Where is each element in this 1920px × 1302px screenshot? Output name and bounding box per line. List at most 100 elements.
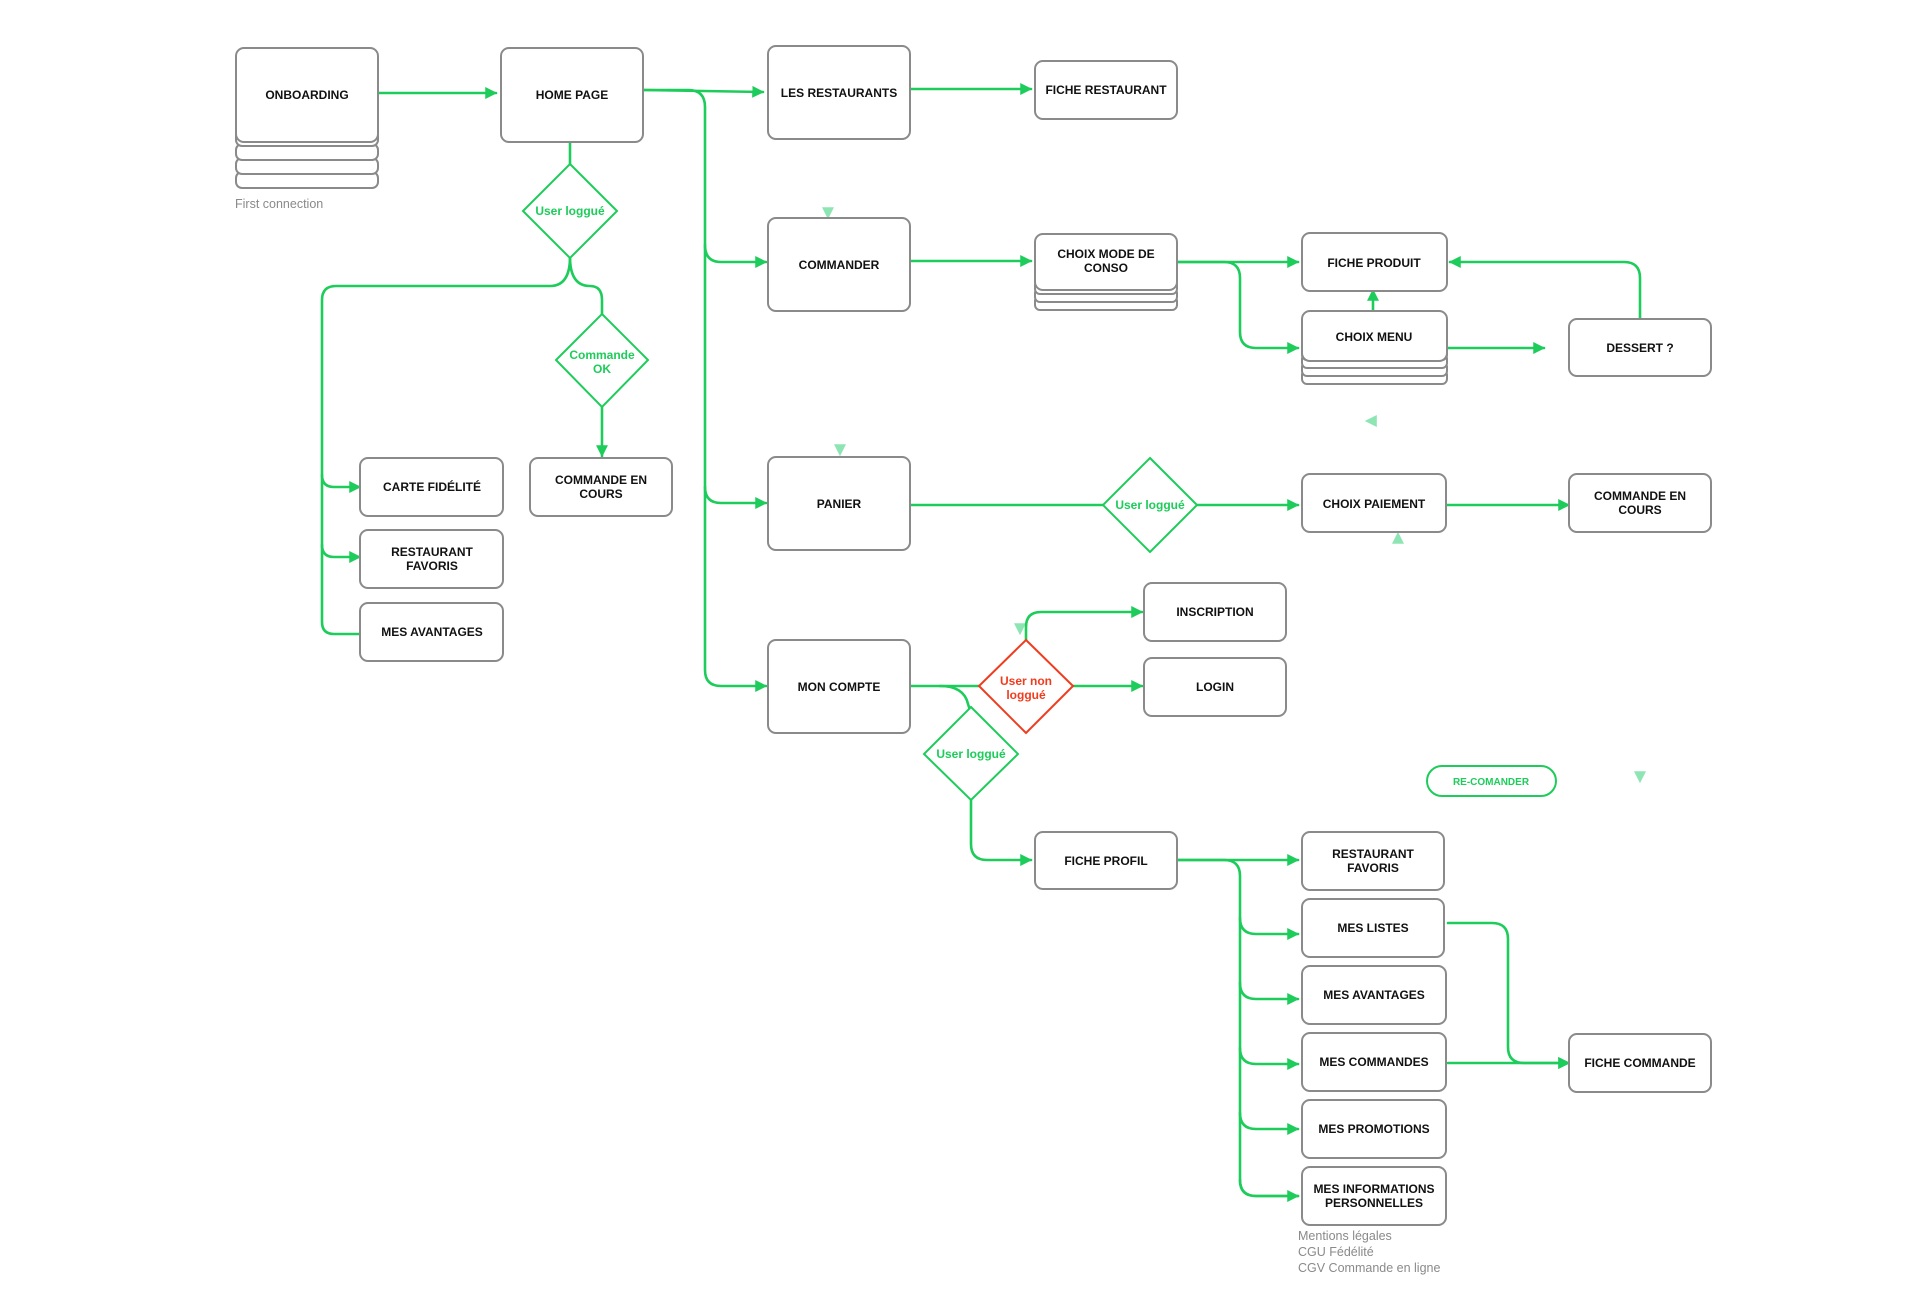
edge-branch-to-carte-fidelite: [320, 473, 362, 493]
node-commande-en-cours-left-label-1: COMMANDE EN: [555, 473, 647, 487]
node-fiche-commande[interactable]: FICHE COMMANDE: [1568, 1033, 1712, 1093]
node-inscription-label: INSCRIPTION: [1176, 605, 1253, 619]
nodes: ONBOARDING HOME PAGE LES RESTAURANTS FIC…: [235, 45, 1712, 1226]
node-commande-en-cours-main-label-2: COURS: [1618, 503, 1661, 517]
edge-trunk-to-commander: [703, 243, 768, 268]
node-commande-en-cours-left-label-2: COURS: [579, 487, 622, 501]
node-commander-label: COMMANDER: [799, 258, 880, 272]
edge-profil-to-mes-avantages: [1238, 981, 1300, 1005]
node-mes-avantages-profile-label: MES AVANTAGES: [1323, 988, 1425, 1002]
decision-user-logue-compte[interactable]: User loggué: [922, 705, 1020, 802]
node-mes-promotions-label: MES PROMOTIONS: [1318, 1122, 1429, 1136]
node-login[interactable]: LOGIN: [1143, 657, 1287, 717]
node-choix-menu-label: CHOIX MENU: [1336, 330, 1413, 344]
decision-user-non-logue-label-2: loggué: [1006, 688, 1046, 702]
node-panier-label: PANIER: [817, 497, 862, 511]
decision-user-non-logue-label-1: User non: [1000, 674, 1052, 688]
edge-user-logue-to-commande-ok: [568, 255, 604, 316]
node-choix-mode-conso-label-1: CHOIX MODE DE: [1057, 247, 1154, 261]
node-mon-compte-label: MON COMPTE: [798, 680, 881, 694]
node-mes-avantages-profile[interactable]: MES AVANTAGES: [1301, 965, 1447, 1025]
decision-user-logue-compte-label: User loggué: [936, 747, 1006, 761]
node-mon-compte[interactable]: MON COMPTE: [767, 639, 911, 734]
node-commande-en-cours-main-label-1: COMMANDE EN: [1594, 489, 1686, 503]
node-mes-commandes-label: MES COMMANDES: [1319, 1055, 1428, 1069]
node-fiche-commande-label: FICHE COMMANDE: [1584, 1056, 1695, 1070]
node-fiche-restaurant[interactable]: FICHE RESTAURANT: [1034, 60, 1178, 120]
edge-recommander-to-choix-paiement: [1392, 531, 1404, 544]
node-panier[interactable]: PANIER: [767, 456, 911, 551]
edge-choix-mode-to-choix-menu: [1175, 260, 1300, 354]
edge-fiche-commande-to-recommander: [1556, 780, 1640, 1030]
node-fiche-profil-label: FICHE PROFIL: [1064, 854, 1147, 868]
edge-dessert-to-fiche-produit: [1448, 256, 1642, 320]
node-restaurant-favoris-profile-label-1: RESTAURANT: [1332, 847, 1414, 861]
node-mes-informations[interactable]: MES INFORMATIONS PERSONNELLES: [1301, 1166, 1447, 1226]
node-restaurant-favoris-left-label-2: FAVORIS: [406, 559, 458, 573]
decision-user-logue-panier[interactable]: User loggué: [1101, 456, 1199, 554]
edge-fiche-profil-trunk: [1175, 858, 1300, 1198]
recommander-pill[interactable]: RE-COMANDER: [1426, 765, 1557, 797]
node-choix-menu[interactable]: CHOIX MENU: [1301, 310, 1448, 362]
node-dessert-label: DESSERT ?: [1606, 341, 1673, 355]
node-commander[interactable]: COMMANDER: [767, 217, 911, 312]
note-cgu-fidelite: CGU Fédélité: [1298, 1245, 1374, 1259]
node-inscription[interactable]: INSCRIPTION: [1143, 582, 1287, 642]
node-restaurant-favoris-profile-label-2: FAVORIS: [1347, 861, 1399, 875]
node-home-page[interactable]: HOME PAGE: [500, 47, 644, 143]
node-fiche-profil[interactable]: FICHE PROFIL: [1034, 831, 1178, 890]
node-mes-informations-label-2: PERSONNELLES: [1325, 1196, 1423, 1210]
node-onboarding[interactable]: ONBOARDING: [235, 47, 379, 143]
node-fiche-restaurant-label: FICHE RESTAURANT: [1045, 83, 1167, 97]
node-commande-en-cours-left[interactable]: COMMANDE EN COURS: [529, 457, 673, 517]
node-mes-listes-label: MES LISTES: [1337, 921, 1408, 935]
edge-profil-to-mes-commandes: [1238, 1046, 1300, 1070]
node-mes-listes[interactable]: MES LISTES: [1301, 898, 1445, 958]
node-choix-paiement[interactable]: CHOIX PAIEMENT: [1301, 473, 1447, 533]
node-mes-promotions[interactable]: MES PROMOTIONS: [1301, 1099, 1447, 1159]
decision-user-logue-panier-label: User loggué: [1115, 498, 1185, 512]
decisions: User loggué Commande OK User loggué User…: [521, 162, 1199, 802]
node-home-page-label: HOME PAGE: [536, 88, 608, 102]
note-first-connection: First connection: [235, 197, 323, 211]
node-restaurant-favoris-left-label-1: RESTAURANT: [391, 545, 473, 559]
node-mes-avantages-left[interactable]: MES AVANTAGES: [359, 602, 504, 662]
node-mes-avantages-left-label: MES AVANTAGES: [381, 625, 483, 639]
edge-mon-compte-to-user-logue: [938, 684, 973, 715]
edge-mes-listes-to-fiche-commande: [1446, 921, 1571, 1069]
edge-profil-to-mes-listes: [1238, 916, 1300, 940]
note-cgv-commande: CGV Commande en ligne: [1298, 1261, 1440, 1275]
node-restaurant-favoris-profile[interactable]: RESTAURANT FAVORIS: [1301, 831, 1445, 891]
node-choix-mode-conso-label-2: CONSO: [1084, 261, 1128, 275]
node-carte-fidelite-label: CARTE FIDÉLITÉ: [383, 479, 481, 494]
edge-user-logue-to-fiche-profil: [969, 798, 1033, 866]
edge-choix-menu-to-panier: [834, 444, 846, 457]
decision-commande-ok-label-1: Commande: [569, 348, 635, 362]
node-mes-informations-label-1: MES INFORMATIONS: [1313, 1182, 1434, 1196]
decision-commande-ok-label-2: OK: [593, 362, 611, 376]
edge-branch-to-restaurant-favoris: [320, 543, 362, 563]
edge-user-logue-to-left-branch: [320, 255, 572, 636]
node-choix-paiement-label: CHOIX PAIEMENT: [1323, 497, 1426, 511]
decision-user-logue-home[interactable]: User loggué: [521, 162, 619, 260]
node-onboarding-label: ONBOARDING: [265, 88, 348, 102]
node-carte-fidelite[interactable]: CARTE FIDÉLITÉ: [359, 457, 504, 517]
note-mentions-legales: Mentions légales: [1298, 1229, 1392, 1243]
node-les-restaurants[interactable]: LES RESTAURANTS: [767, 45, 911, 140]
edge-trunk-to-panier: [703, 485, 768, 509]
edge-non-logue-to-inscription: [1024, 606, 1144, 642]
node-fiche-produit-label: FICHE PRODUIT: [1327, 256, 1421, 270]
node-mes-commandes[interactable]: MES COMMANDES: [1301, 1032, 1447, 1092]
node-dessert[interactable]: DESSERT ?: [1568, 318, 1712, 377]
decision-commande-ok[interactable]: Commande OK: [554, 312, 650, 409]
edge-home-trunk-to-mon-compte: [641, 88, 768, 692]
primary-edges: [320, 83, 1642, 1202]
node-restaurant-favoris-left[interactable]: RESTAURANT FAVORIS: [359, 529, 504, 589]
edge-profil-to-mes-promotions: [1238, 1111, 1300, 1135]
node-les-restaurants-label: LES RESTAURANTS: [781, 86, 897, 100]
decision-user-non-logue[interactable]: User non loggué: [977, 638, 1075, 735]
node-fiche-produit[interactable]: FICHE PRODUIT: [1301, 232, 1448, 292]
node-commande-en-cours-main[interactable]: COMMANDE EN COURS: [1568, 473, 1712, 533]
node-choix-mode-conso[interactable]: CHOIX MODE DE CONSO: [1034, 233, 1178, 291]
